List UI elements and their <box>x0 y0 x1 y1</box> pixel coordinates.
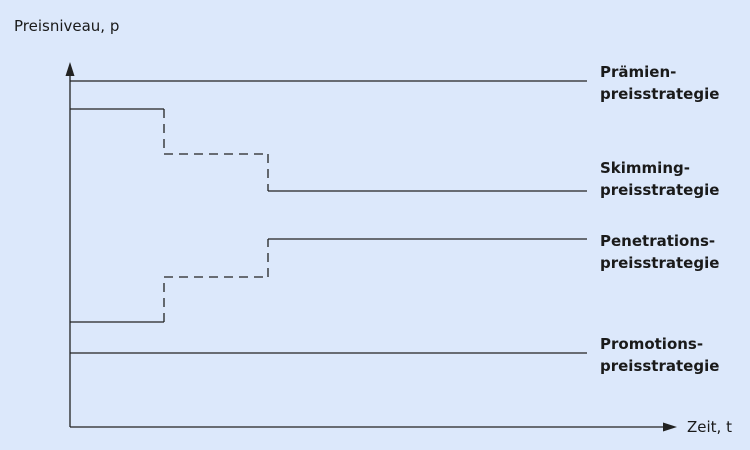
label-promotion-strategy: Promotions- preisstrategie <box>600 333 719 377</box>
label-penetration-line1: Penetrations- <box>600 232 716 250</box>
x-axis-label: Zeit, t <box>687 418 732 436</box>
label-promotion-line2: preisstrategie <box>600 357 720 375</box>
x-axis-arrow <box>663 422 677 432</box>
label-penetration-strategy: Penetrations- preisstrategie <box>600 230 719 274</box>
penetration-strategy-line <box>70 238 587 323</box>
label-premium-line2: preisstrategie <box>600 85 720 103</box>
label-skimming-strategy: Skimming- preisstrategie <box>600 157 719 201</box>
y-axis-label: Preisniveau, p <box>14 17 120 35</box>
label-promotion-line1: Promotions- <box>600 335 704 353</box>
label-premium-strategy: Prämien- preisstrategie <box>600 61 719 105</box>
label-skimming-line1: Skimming- <box>600 159 690 177</box>
label-penetration-line2: preisstrategie <box>600 254 720 272</box>
label-skimming-line2: preisstrategie <box>600 181 720 199</box>
skimming-strategy-line <box>70 108 587 192</box>
y-axis-arrow <box>65 62 75 76</box>
label-premium-line1: Prämien- <box>600 63 677 81</box>
